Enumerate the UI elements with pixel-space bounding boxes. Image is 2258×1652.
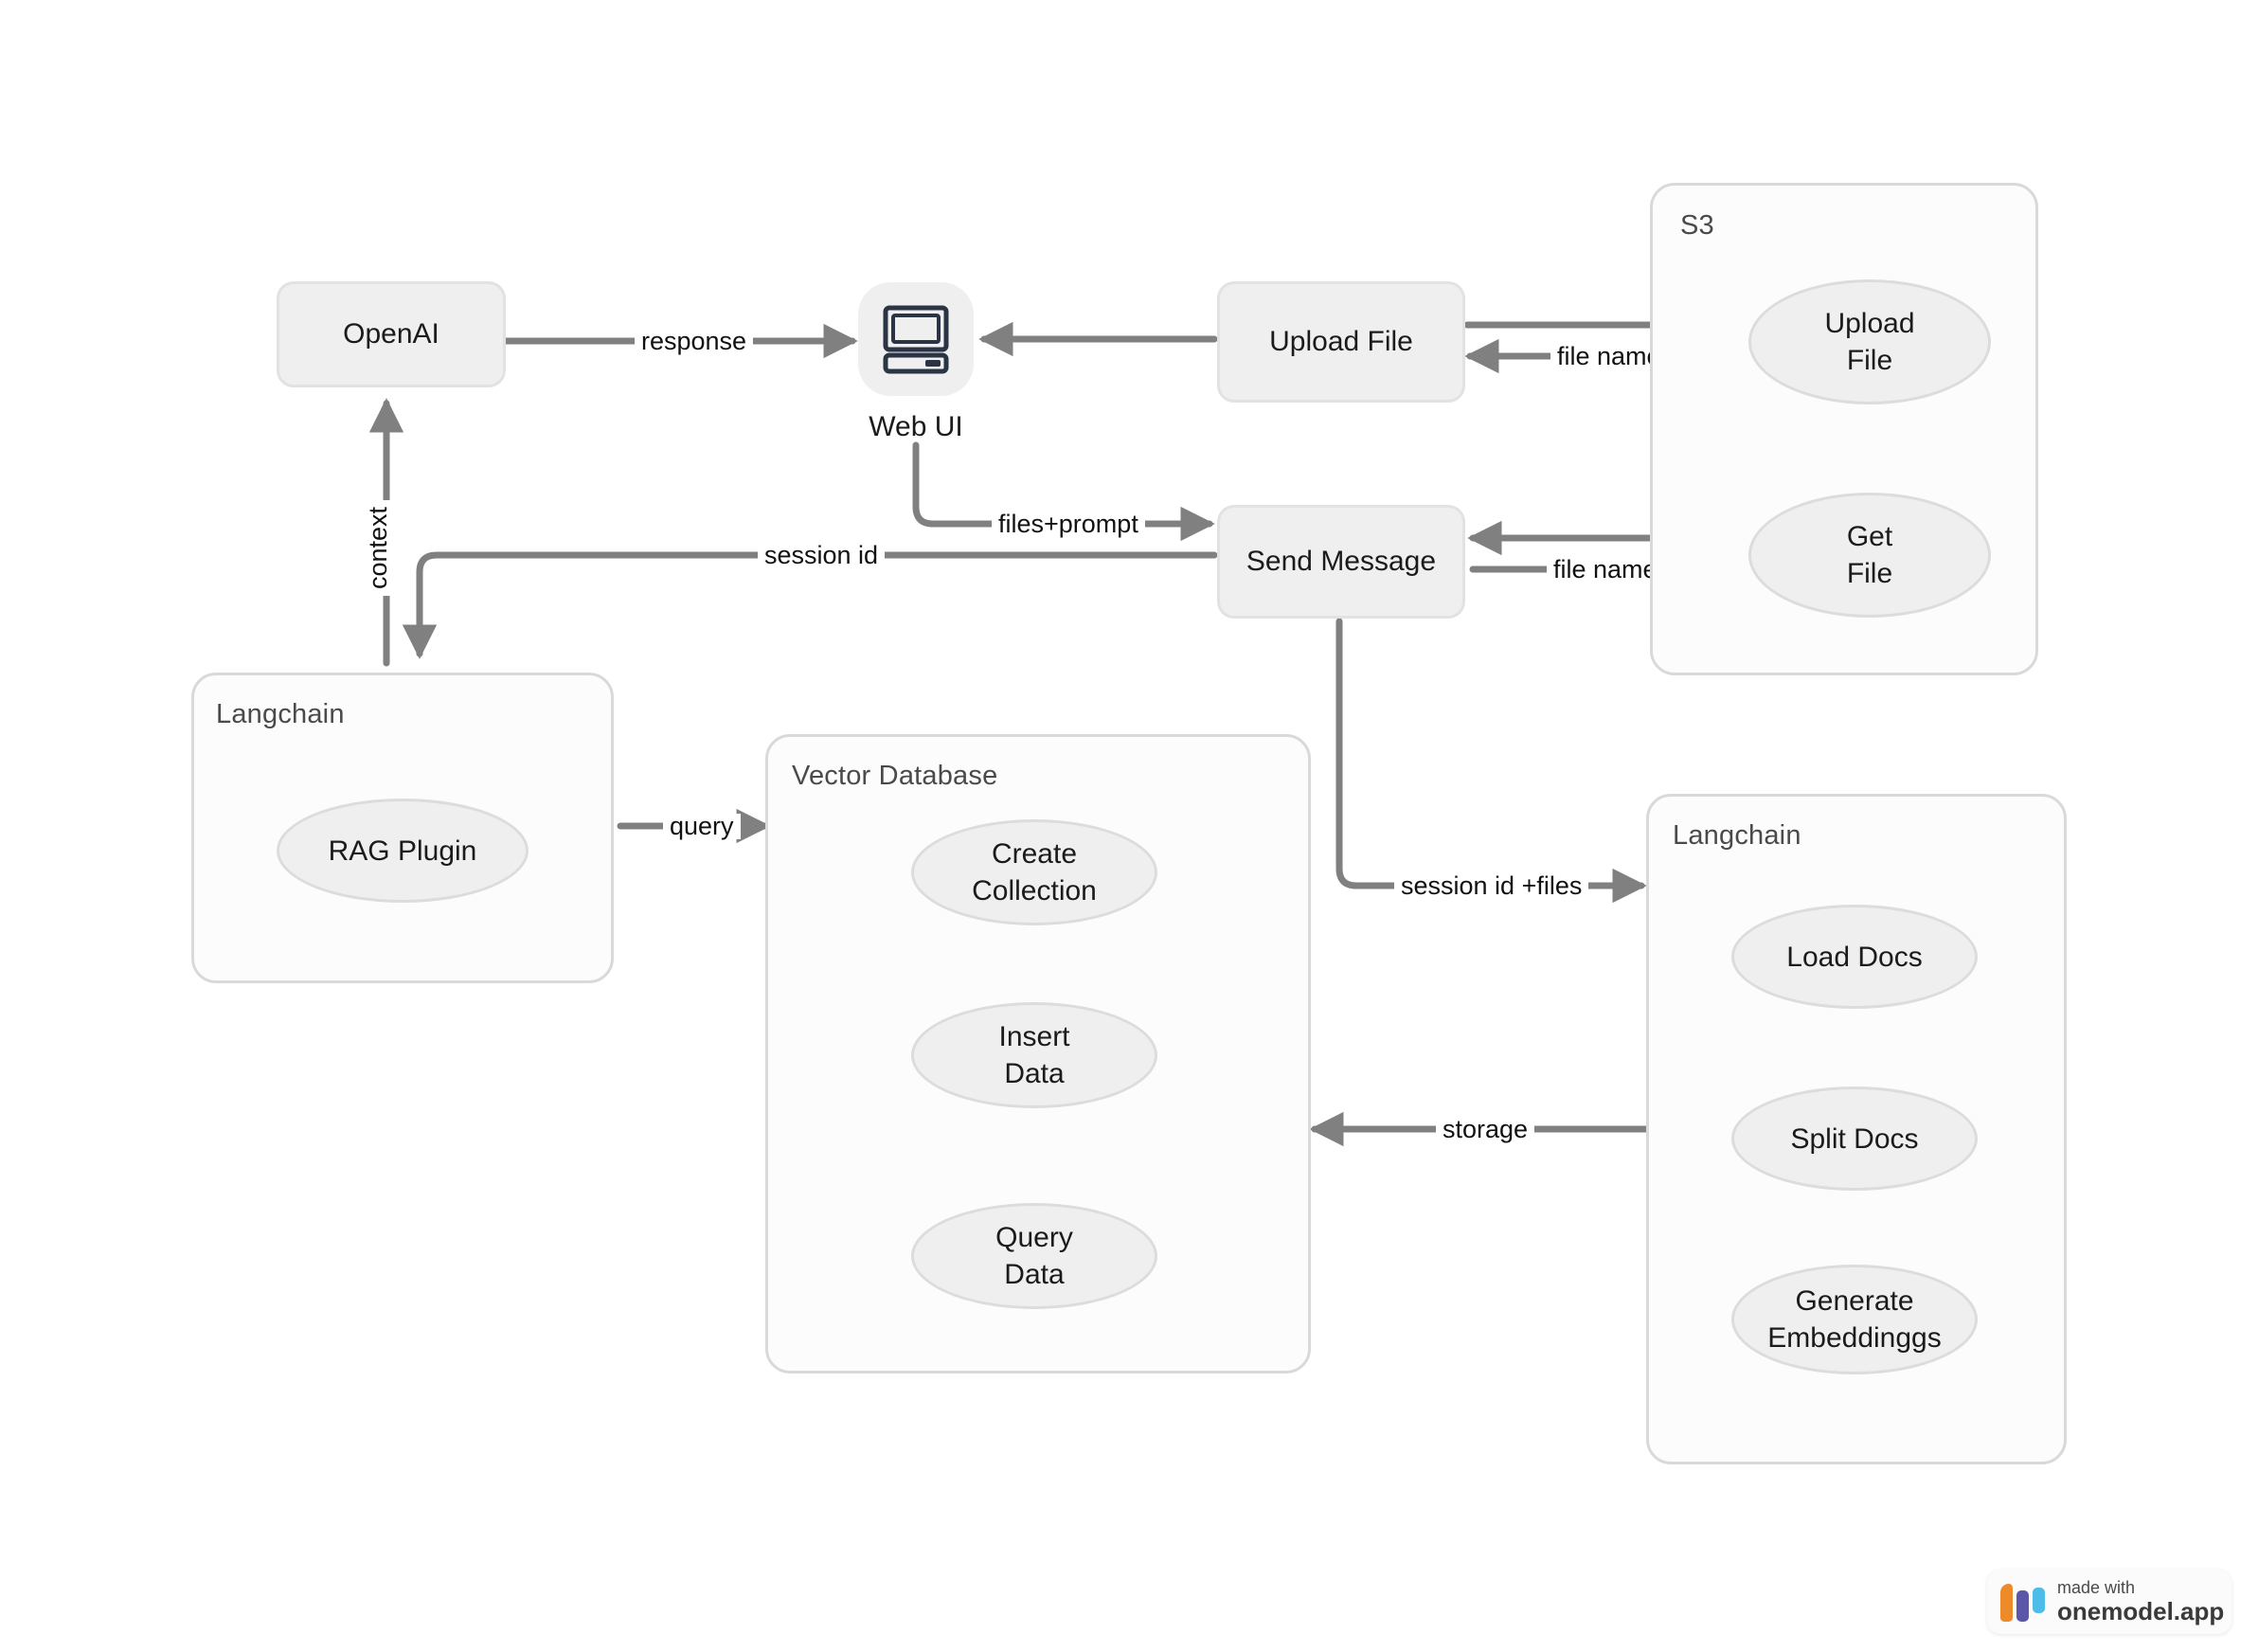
edge-label-files-prompt: files+prompt xyxy=(992,512,1145,537)
logo-bar-orange xyxy=(2000,1584,2013,1622)
node-generate-embeddings[interactable]: Generate Embeddinggs xyxy=(1731,1265,1978,1374)
node-openai-label: OpenAI xyxy=(343,318,439,350)
node-create-collection-label: Create Collection xyxy=(972,838,1097,907)
node-split-docs-label: Split Docs xyxy=(1790,1122,1919,1155)
branding-made-with: made with xyxy=(2057,1577,2136,1597)
node-query-data[interactable]: Query Data xyxy=(911,1203,1157,1309)
node-load-docs-label: Load Docs xyxy=(1786,941,1923,973)
node-s3-upload-file[interactable]: Upload File xyxy=(1748,279,1991,404)
node-create-collection[interactable]: Create Collection xyxy=(911,819,1157,925)
edge-label-context: context xyxy=(364,499,392,597)
edge-label-session-id: session id xyxy=(758,543,886,568)
group-langchain-right-title: Langchain xyxy=(1673,820,1801,851)
onemodel-logo-icon xyxy=(2000,1582,2045,1622)
node-send-message-action[interactable]: Send Message xyxy=(1217,505,1465,619)
edge-label-session-files: session id +files xyxy=(1394,873,1589,899)
group-s3-title: S3 xyxy=(1680,210,1714,241)
edge-session-files xyxy=(1335,618,1647,904)
edge-label-query: query xyxy=(663,814,741,839)
edge-label-s3-file-name: file name xyxy=(1550,344,1668,369)
logo-bar-purple xyxy=(2016,1590,2029,1622)
node-rag-plugin[interactable]: RAG Plugin xyxy=(277,799,529,903)
edge-label-send-file-name: file name xyxy=(1547,557,1664,583)
node-web-ui[interactable] xyxy=(858,282,974,396)
group-vector-database-title: Vector Database xyxy=(792,761,998,791)
node-insert-data-label: Insert Data xyxy=(998,1021,1070,1089)
node-upload-file-action[interactable]: Upload File xyxy=(1217,281,1465,403)
edge-label-response: response xyxy=(635,329,754,354)
node-split-docs[interactable]: Split Docs xyxy=(1731,1086,1978,1191)
logo-bar-cyan xyxy=(2033,1588,2045,1613)
branding-product-name: onemodel.app xyxy=(2057,1596,2225,1625)
node-web-ui-label: Web UI xyxy=(869,411,963,442)
node-rag-plugin-label: RAG Plugin xyxy=(328,835,477,867)
edge-session-id xyxy=(402,551,1218,659)
node-s3-upload-file-label: Upload File xyxy=(1824,308,1915,376)
node-openai[interactable]: OpenAI xyxy=(277,281,506,387)
node-upload-file-action-label: Upload File xyxy=(1269,326,1413,358)
node-insert-data[interactable]: Insert Data xyxy=(911,1002,1157,1108)
group-langchain-left-title: Langchain xyxy=(216,699,345,729)
node-s3-get-file-label: Get File xyxy=(1846,521,1893,589)
onemodel-branding-badge[interactable]: made with onemodel.app xyxy=(1987,1570,2231,1634)
node-s3-get-file[interactable]: Get File xyxy=(1748,493,1991,618)
node-load-docs[interactable]: Load Docs xyxy=(1731,905,1978,1009)
edge-label-storage: storage xyxy=(1436,1117,1535,1142)
desktop-computer-icon xyxy=(883,305,949,374)
branding-text: made with onemodel.app xyxy=(2057,1577,2225,1625)
node-query-data-label: Query Data xyxy=(995,1222,1073,1290)
node-generate-embeddings-label: Generate Embeddinggs xyxy=(1767,1285,1942,1354)
node-send-message-action-label: Send Message xyxy=(1245,546,1437,578)
